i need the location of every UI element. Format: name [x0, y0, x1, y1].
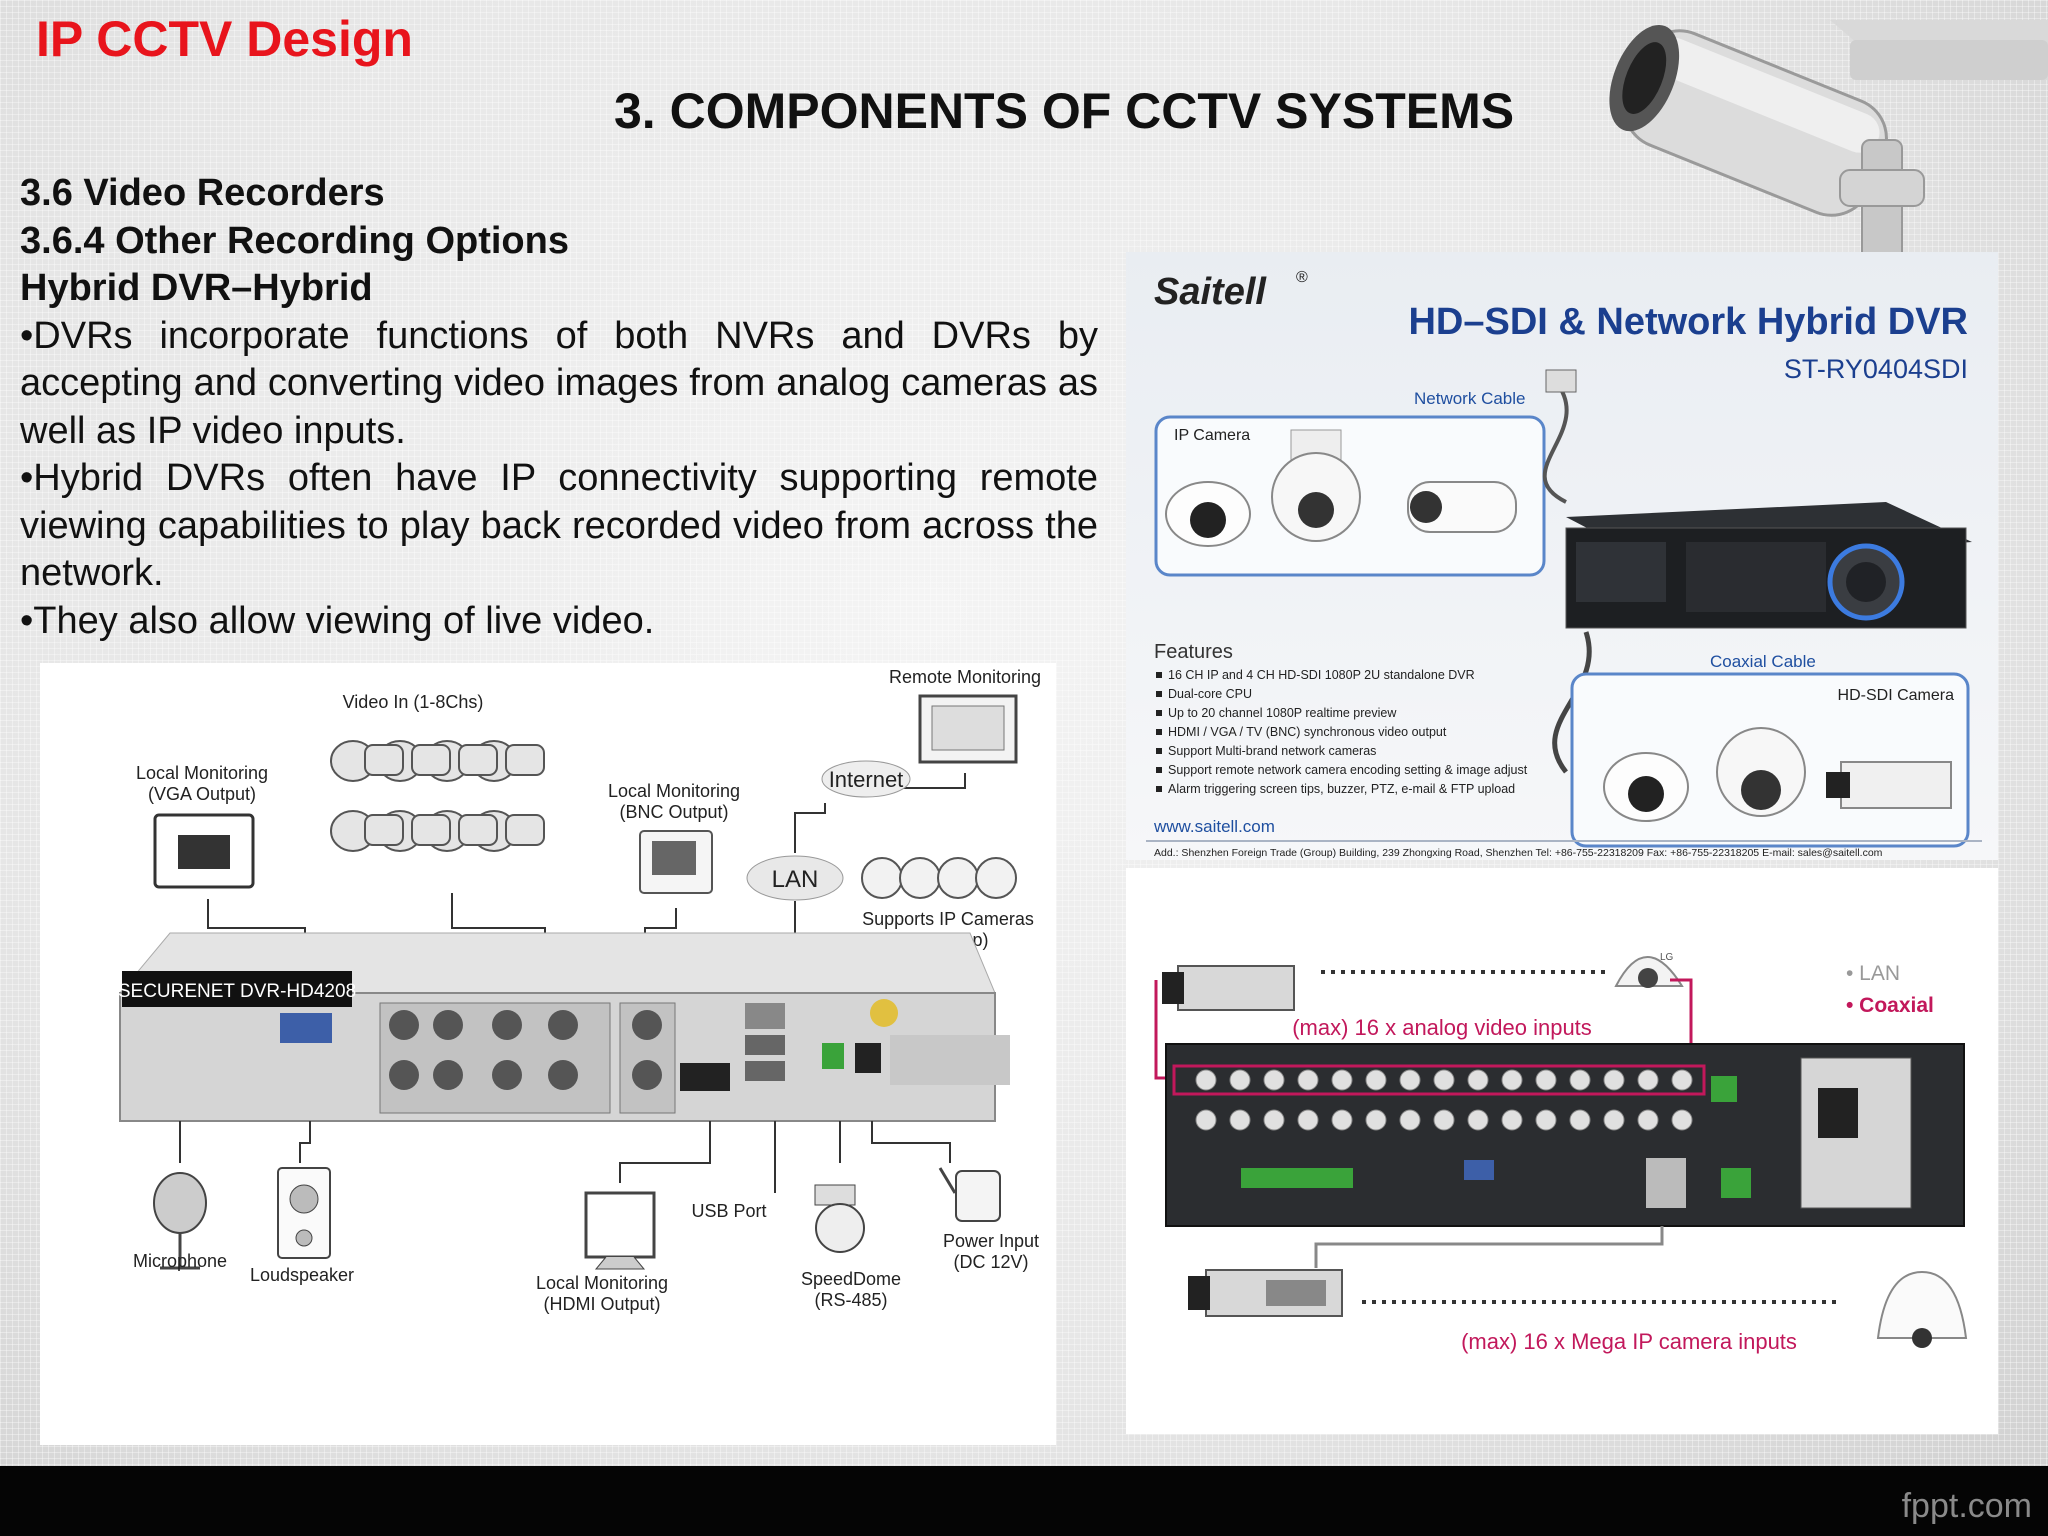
feature-item: Support remote network camera encoding s… — [1168, 763, 1528, 777]
features-title: Features — [1154, 641, 1233, 663]
lan-cloud-icon — [746, 855, 844, 901]
hybrid-dvr-rear-diagram: LG • LAN • Coaxial (max) 16 x analog vid… — [1126, 868, 1998, 1434]
power-adapter-icon — [938, 1167, 1001, 1222]
ip-cameras-group-icon — [1165, 429, 1517, 547]
local-hdmi-label-1: Local Monitoring — [536, 1273, 668, 1293]
device-label-plate — [122, 971, 352, 1007]
speeddome-label-1: SpeedDome — [801, 1269, 901, 1289]
ad-brand: Saitell — [1154, 271, 1267, 313]
speeddome-label-2: (RS-485) — [814, 1290, 887, 1310]
dvr-rear-panel-icon — [1165, 1043, 1965, 1227]
footer-bar — [0, 1466, 2048, 1536]
dvr-connection-diagram: Video In (1-8Chs) Local Monitoring (VGA … — [40, 663, 1056, 1445]
bullet-2: •Hybrid DVRs often have IP connectivity … — [20, 457, 1098, 594]
analog-inputs-label: (max) 16 x analog video inputs — [1292, 1015, 1592, 1040]
hdmi-monitor-icon — [584, 1191, 656, 1270]
footer-watermark: fppt.com — [1901, 1487, 2032, 1525]
ip-box-camera-icon — [1188, 1269, 1343, 1317]
lan-label: LAN — [772, 866, 819, 893]
usb-label: USB Port — [691, 1201, 766, 1221]
dome-brand: LG — [1660, 952, 1674, 963]
internet-cloud-icon — [821, 760, 911, 798]
local-bnc-label-2: (BNC Output) — [619, 802, 728, 822]
ad-title: HD–SDI & Network Hybrid DVR — [1408, 301, 1968, 343]
ip-cams-label-1: Supports IP Cameras — [862, 909, 1034, 929]
cctv-camera-icon — [1609, 20, 2048, 260]
hdsdi-cameras-group-icon — [1603, 727, 1952, 822]
loudspeaker-label: Loudspeaker — [250, 1265, 354, 1285]
feature-item: Alarm triggering screen tips, buzzer, PT… — [1168, 782, 1515, 796]
lg-dome-camera-icon — [1614, 956, 1684, 988]
remote-monitoring-label: Remote Monitoring — [889, 667, 1041, 687]
brand-title: IP CCTV Design — [36, 11, 413, 67]
internet-label: Internet — [829, 767, 904, 792]
analog-cameras-icon — [330, 740, 545, 852]
local-vga-label-1: Local Monitoring — [136, 763, 268, 783]
local-vga-label-2: (VGA Output) — [148, 784, 256, 804]
hybrid-dvr-icon — [1565, 502, 1972, 629]
local-hdmi-label-2: (HDMI Output) — [543, 1294, 660, 1314]
ad-model: ST-RY0404SDI — [1784, 354, 1968, 384]
lan-link — [1314, 1226, 1664, 1268]
device-label: SECURENET DVR-HD4208 — [118, 981, 356, 1002]
feature-item: Up to 20 channel 1080P realtime preview — [1168, 706, 1397, 720]
ad-address: Add.: Shenzhen Foreign Trade (Group) Bui… — [1154, 847, 1883, 859]
mega-ip-label: (max) 16 x Mega IP camera inputs — [1461, 1329, 1797, 1354]
dvr-device-icon — [118, 932, 1010, 1122]
topic-heading: Hybrid DVR–Hybrid — [20, 267, 373, 309]
remote-monitor-icon — [918, 694, 1018, 764]
section-heading: 3.6 Video Recorders — [20, 172, 385, 214]
ad-divider — [1146, 840, 1982, 842]
slide-title: 3. COMPONENTS OF CCTV SYSTEMS — [614, 83, 1515, 139]
feature-item: Support Multi-brand network cameras — [1168, 744, 1376, 758]
network-cable-label: Network Cable — [1414, 389, 1526, 408]
power-label-1: Power Input — [943, 1231, 1039, 1251]
ad-website: www.saitell.com — [1153, 817, 1275, 836]
ip-cameras-icon — [861, 857, 1017, 899]
analog-box-camera-icon — [1162, 965, 1295, 1011]
ip-camera-label: IP Camera — [1174, 427, 1250, 444]
network-cable-icon — [1542, 380, 1569, 504]
bnc-monitor-icon — [639, 830, 713, 894]
rj45-plug-icon — [1545, 369, 1577, 393]
coaxial-cable-icon — [1552, 631, 1592, 774]
local-bnc-label-1: Local Monitoring — [608, 781, 740, 801]
hdsdi-camera-label: HD-SDI Camera — [1838, 687, 1955, 704]
microphone-label: Microphone — [133, 1251, 227, 1271]
legend-lan: • LAN — [1846, 962, 1900, 985]
text-block: 3.6 Video Recorders 3.6.4 Other Recordin… — [20, 170, 1098, 645]
microphone-icon — [153, 1172, 207, 1270]
feature-item: Dual-core CPU — [1168, 687, 1252, 701]
ad-brand-mark: ® — [1296, 269, 1308, 286]
bullet-1: •DVRs incorporate functions of both NVRs… — [20, 314, 1098, 452]
vga-monitor-icon — [153, 813, 255, 889]
saitell-ad-panel: Saitell ® HD–SDI & Network Hybrid DVR ST… — [1126, 252, 1998, 860]
coaxial-cable-label: Coaxial Cable — [1710, 652, 1816, 671]
power-label-2: (DC 12V) — [953, 1252, 1028, 1272]
feature-item: 16 CH IP and 4 CH HD-SDI 1080P 2U standa… — [1168, 668, 1475, 682]
subsection-heading: 3.6.4 Other Recording Options — [20, 219, 569, 262]
feature-item: HDMI / VGA / TV (BNC) synchronous video … — [1168, 725, 1447, 739]
loudspeaker-icon — [277, 1167, 331, 1259]
legend-coaxial: • Coaxial — [1846, 994, 1934, 1017]
video-in-label: Video In (1-8Chs) — [343, 692, 484, 712]
ip-dome-camera-icon — [1876, 1270, 1968, 1348]
speeddome-icon — [814, 1184, 865, 1253]
bullet-3: •They also allow viewing of live video. — [20, 599, 655, 642]
